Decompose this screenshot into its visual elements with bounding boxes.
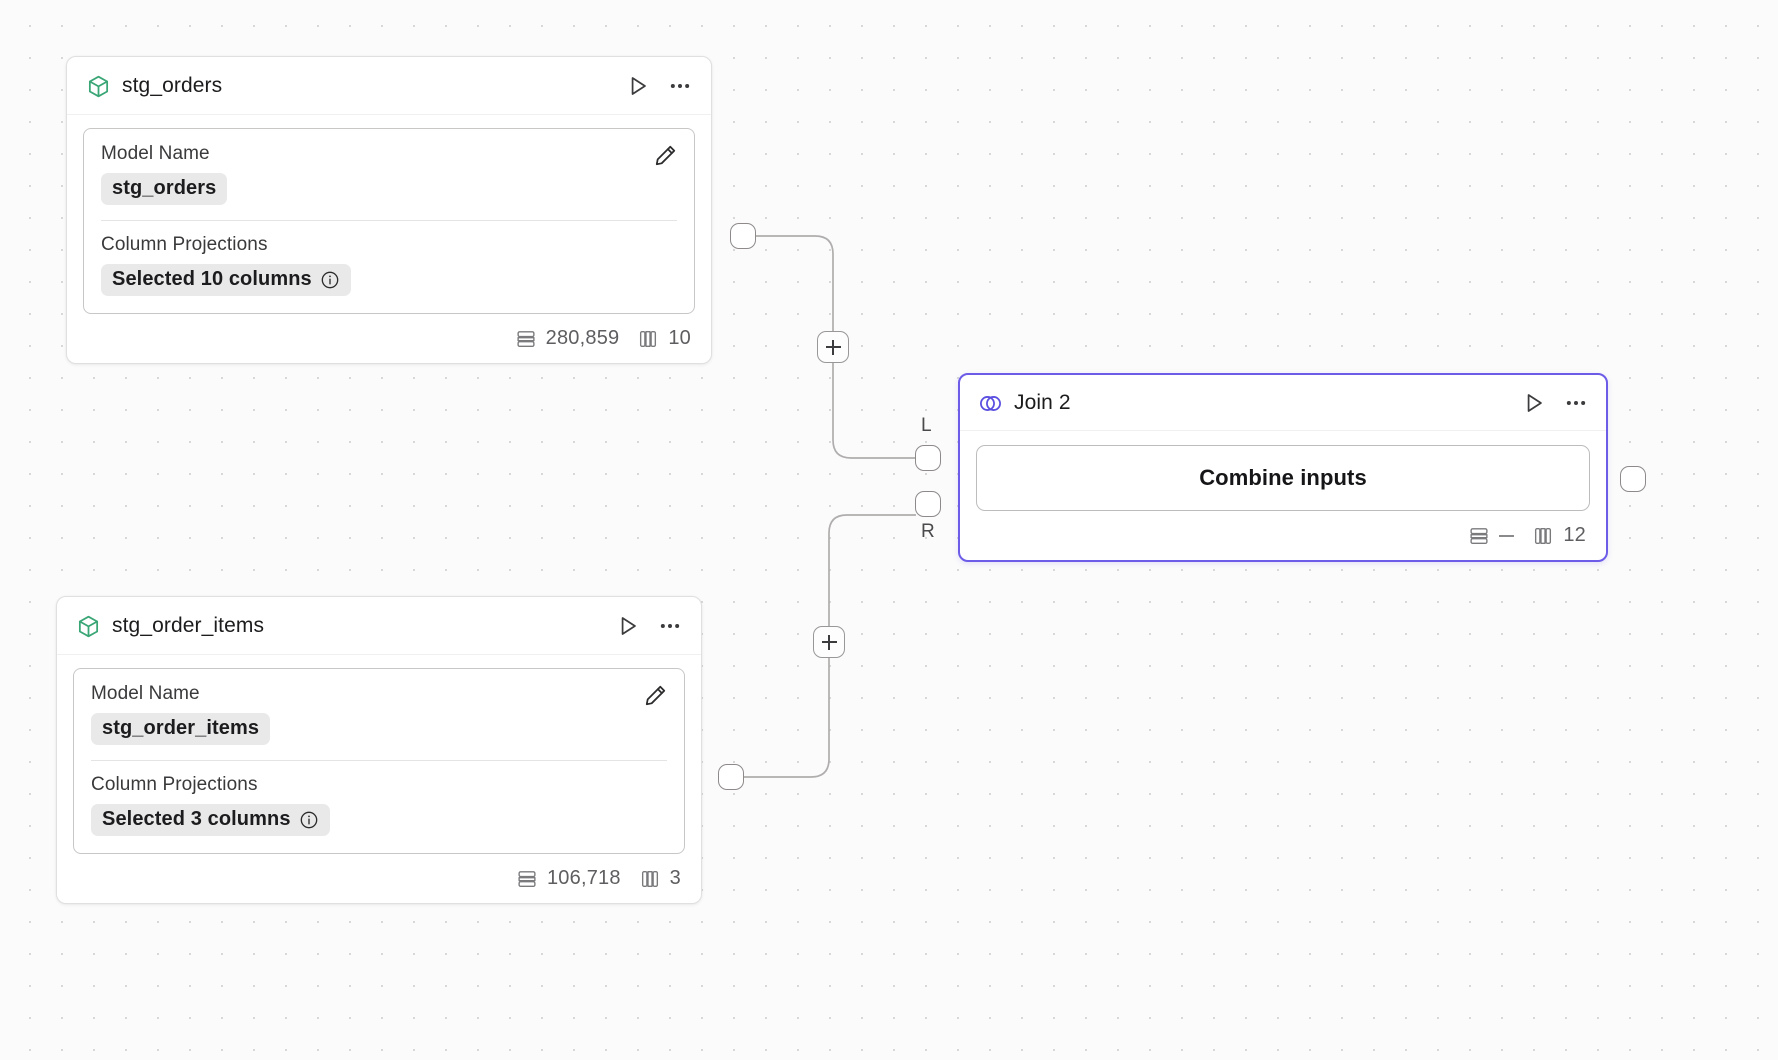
row-count-value: 106,718 [546,867,621,889]
cube-icon [76,614,101,639]
column-count-stat: 10 [637,327,691,350]
run-icon[interactable] [615,613,641,639]
venn-icon [978,391,1003,416]
model-name-value: stg_order_items [102,717,260,739]
node-footer-stats: 12 [960,511,1606,560]
column-projections-row: Column Projections Selected 10 columns [101,234,677,296]
input-port-left-label: L [921,415,932,436]
column-projections-label: Column Projections [91,774,258,795]
model-name-label: Model Name [91,683,200,704]
rows-icon [515,328,537,350]
model-config-panel: Model Name stg_orders Column Projections… [83,128,695,314]
more-options-icon[interactable] [667,73,693,99]
node-header: Join 2 [960,375,1606,431]
model-name-row: Model Name stg_order_items [91,683,667,745]
combine-inputs-button[interactable]: Combine inputs [976,445,1590,511]
column-projections-chip[interactable]: Selected 3 columns [91,804,330,836]
rows-icon [516,868,538,890]
run-icon[interactable] [625,73,651,99]
model-name-chip[interactable]: stg_order_items [91,713,271,745]
columns-icon [639,868,661,890]
info-icon[interactable] [320,270,340,290]
row-count-value: 280,859 [545,327,620,349]
input-port-join-left[interactable] [915,445,941,471]
node-footer-stats: 280,859 10 [67,314,711,363]
cube-icon [86,74,111,99]
column-projections-chip[interactable]: Selected 10 columns [101,264,351,296]
more-options-icon[interactable] [657,613,683,639]
node-header-actions [625,73,693,99]
node-body: Combine inputs [960,431,1606,511]
node-body: Model Name stg_order_items Column Projec… [57,655,701,854]
row-count-stat: 106,718 [516,867,621,890]
add-node-button-edge-right[interactable] [813,626,845,658]
row-count-stat [1468,525,1515,547]
input-port-join-right[interactable] [915,491,941,517]
model-name-value: stg_orders [112,177,217,199]
info-icon[interactable] [299,810,319,830]
column-count-value: 10 [668,327,691,349]
row-count-stat: 280,859 [515,327,620,350]
column-projections-value: Selected 3 columns [102,808,291,830]
model-name-label: Model Name [101,143,210,164]
node-header-actions [615,613,683,639]
panel-divider [91,760,667,761]
column-projections-value: Selected 10 columns [112,268,312,290]
column-count-stat: 12 [1532,524,1586,547]
add-node-button-edge-left[interactable] [817,331,849,363]
model-config-panel: Model Name stg_order_items Column Projec… [73,668,685,854]
node-title: stg_orders [122,74,223,97]
column-projections-label: Column Projections [101,234,268,255]
node-header: stg_order_items [57,597,701,655]
node-stg-orders[interactable]: stg_orders [66,56,712,364]
pencil-icon[interactable] [653,143,678,168]
node-title: stg_order_items [112,614,265,637]
run-icon[interactable] [1521,390,1547,416]
row-count-empty [1499,534,1515,537]
combine-inputs-label: Combine inputs [1199,465,1367,490]
node-footer-stats: 106,718 3 [57,854,701,903]
more-options-icon[interactable] [1563,390,1589,416]
pencil-icon[interactable] [643,683,668,708]
node-join-2[interactable]: Join 2 Combine inputs [958,373,1608,562]
columns-icon [637,328,659,350]
node-body: Model Name stg_orders Column Projections… [67,115,711,314]
node-title: Join 2 [1014,391,1071,414]
output-port-stg-orders[interactable] [730,223,756,249]
columns-icon [1532,525,1554,547]
node-stg-order-items[interactable]: stg_order_items [56,596,702,904]
model-name-row: Model Name stg_orders [101,143,677,205]
column-count-value: 12 [1563,524,1586,546]
node-header-actions [1521,390,1589,416]
model-name-chip[interactable]: stg_orders [101,173,228,205]
node-header: stg_orders [67,57,711,115]
column-count-value: 3 [669,867,681,889]
output-port-join-2[interactable] [1620,466,1646,492]
column-projections-row: Column Projections Selected 3 columns [91,774,667,836]
input-port-right-label: R [921,521,935,542]
output-port-stg-order-items[interactable] [718,764,744,790]
column-count-stat: 3 [639,867,681,890]
rows-icon [1468,525,1490,547]
panel-divider [101,220,677,221]
